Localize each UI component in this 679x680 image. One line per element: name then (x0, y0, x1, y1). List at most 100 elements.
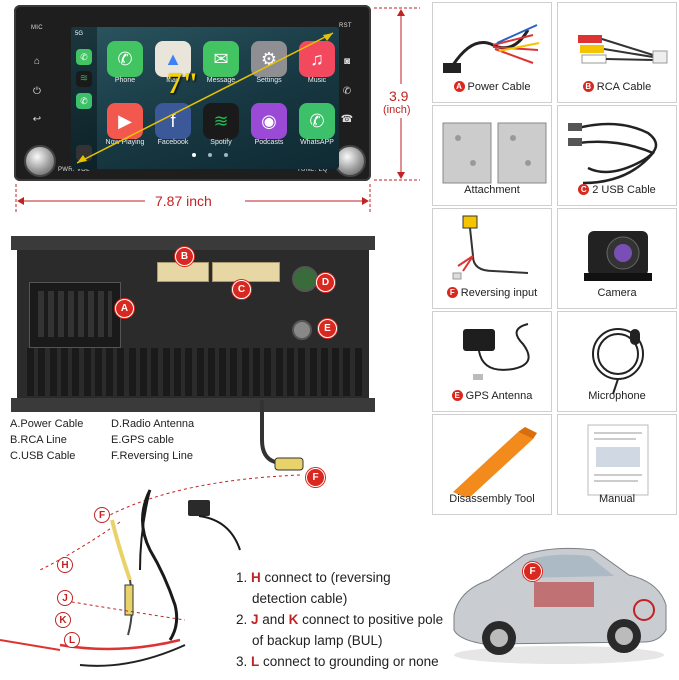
instruction-continuation: detection cable) (252, 591, 348, 606)
legend-item: E.GPS cable (111, 434, 174, 446)
tune-eq-label: TUNE. EQ (297, 167, 328, 173)
accessory-letter-badge: C (578, 184, 590, 195)
sidebar-phone-icon[interactable]: ✆ (76, 49, 92, 65)
accessory-name: Attachment (464, 184, 520, 196)
instruction-continuation: of backup lamp (BUL) (252, 633, 383, 648)
heatsink-fin (286, 348, 294, 396)
head-unit: MIC RST ⌂ ⏻ ↩ ◙ ✆ ☎ PWR. VOL TUNE. EQ 5G… (14, 5, 371, 181)
call-icon[interactable]: ✆ (342, 86, 352, 97)
bracket-icon (442, 122, 547, 184)
power-icon[interactable]: ⏻ (33, 86, 41, 97)
wire-letter: J (251, 612, 259, 627)
heatsink-fin (151, 348, 159, 396)
accessory-name: Reversing input (460, 287, 538, 299)
accessory-tile: Attachment (432, 105, 552, 206)
legend-right: D.Radio Antenna E.GPS cable F.Reversing … (111, 416, 194, 464)
hangup-icon[interactable]: ☎ (340, 114, 354, 125)
camera-button-icon[interactable]: ◙ (343, 56, 351, 67)
rear-top-rail (11, 236, 375, 250)
heatsink-fin (230, 348, 238, 396)
antenna-port (292, 266, 318, 292)
app-phone[interactable]: ✆Phone (101, 41, 149, 97)
app-map[interactable]: ▲Map (149, 41, 197, 97)
instruction-number: 2. (236, 612, 248, 627)
heatsink-fin (219, 348, 227, 396)
phone-icon: ✆ (107, 41, 143, 77)
accessory-label: Attachment (433, 184, 551, 196)
home-icon[interactable]: ⌂ (33, 56, 41, 67)
heatsink-fin (298, 348, 306, 396)
marker-b: B (175, 247, 194, 266)
app-label: Phone (114, 77, 136, 84)
app-label: WhatsAPP (300, 139, 334, 146)
height-value: 3.9 (389, 88, 409, 104)
accessory-name: GPS Antenna (465, 390, 533, 402)
instruction-line: 3. L connect to grounding or none (236, 651, 456, 672)
wire-marker-h: H (57, 557, 73, 573)
heatsink-fin (173, 348, 181, 396)
car-marker-f: F (523, 562, 542, 581)
width-label: 7.87 inch (155, 193, 212, 209)
sidebar-spotify-icon[interactable]: ≋ (76, 71, 92, 87)
accessory-label: Disassembly Tool (433, 493, 551, 505)
usb-cable-icon (568, 122, 658, 185)
rca-cable-icon (578, 35, 668, 64)
heatsink-fin (207, 348, 215, 396)
app-label: Message (206, 77, 236, 84)
accessory-name: 2 USB Cable (592, 184, 656, 196)
wire-marker-l: L (64, 632, 80, 648)
heatsink-fin (27, 348, 34, 396)
reversing-input-icon (452, 215, 529, 280)
heatsink-fin (253, 348, 260, 396)
legend-item: F.Reversing Line (111, 450, 193, 462)
wire-letter: L (251, 654, 260, 669)
volume-knob[interactable] (24, 145, 56, 177)
app-message[interactable]: ✉Message (197, 41, 245, 97)
instructions: 1. H connect to (reversing detection cabl… (236, 567, 456, 672)
usb-connector (212, 262, 280, 282)
wire-marker-j: J (57, 590, 73, 606)
reversing-cable (260, 400, 304, 471)
instruction-line: 1. H connect to (reversing (236, 567, 456, 588)
heatsink-fin (140, 348, 147, 396)
heatsink-fin (49, 348, 57, 396)
message-icon: ✉ (203, 41, 239, 77)
app-whatsapp[interactable]: ✆WhatsAPP (293, 103, 339, 159)
app-label: Now Playing (105, 139, 145, 146)
accessory-letter-badge: F (446, 287, 458, 298)
app-spotify[interactable]: ≋Spotify (197, 103, 245, 159)
map-icon: ▲ (155, 41, 191, 77)
app-podcasts[interactable]: ◉Podcasts (245, 103, 293, 159)
back-icon[interactable]: ↩ (32, 114, 42, 125)
rear-bottom-rail (11, 398, 375, 412)
height-unit: (inch) (383, 104, 411, 116)
app-label: Settings (256, 77, 282, 84)
instruction-text: connect to grounding or none (259, 654, 439, 669)
wire-marker-k: K (55, 612, 71, 628)
heatsink-fin (83, 348, 91, 396)
power-connector (29, 282, 121, 348)
accessory-name: Manual (598, 493, 636, 505)
heatsink-fin (264, 348, 272, 396)
heatsink-fin (94, 348, 102, 396)
tune-knob[interactable] (334, 145, 366, 177)
marker-a: A (115, 299, 134, 318)
heatsink-fin (185, 348, 193, 396)
accessory-tile: Disassembly Tool (432, 414, 552, 515)
legend-item: C.USB Cable (10, 450, 76, 462)
gps-antenna-icon (463, 323, 530, 380)
wire-marker-f: F (94, 507, 110, 523)
accessory-label: Camera (558, 287, 676, 299)
accessory-name: Camera (597, 287, 637, 299)
instruction-text: connect to positive pole (298, 612, 444, 627)
spotify-icon: ≋ (203, 103, 239, 139)
heatsink-fin (72, 348, 80, 396)
marker-e: E (318, 319, 337, 338)
sidebar-whatsapp-icon[interactable]: ✆ (76, 93, 92, 109)
podcasts-icon: ◉ (251, 103, 287, 139)
